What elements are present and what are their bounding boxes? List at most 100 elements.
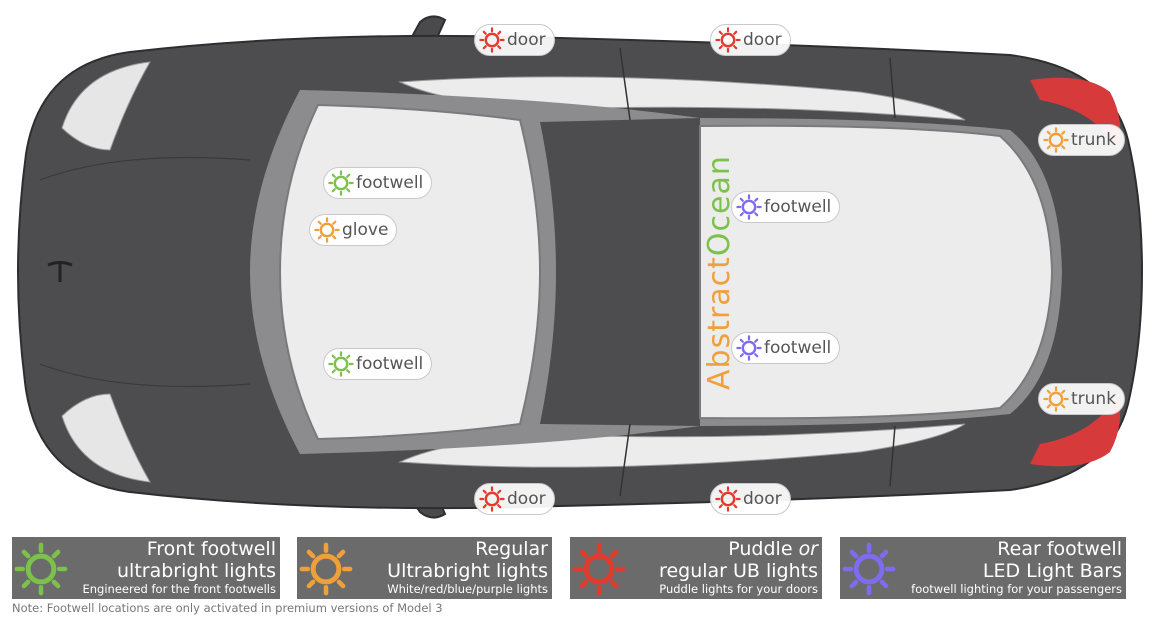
sun-ray xyxy=(336,579,346,589)
footnote: Note: Footwell locations are only activa… xyxy=(12,601,443,615)
sun-ray xyxy=(332,235,337,240)
sun-ray xyxy=(579,549,589,559)
legend-title-or: or xyxy=(798,538,818,560)
sun-ray xyxy=(346,369,351,374)
legend-puddle: Puddle or regular UB lights Puddle light… xyxy=(570,537,822,599)
legend-title: Regular xyxy=(475,538,548,560)
sun-core xyxy=(319,222,335,238)
legend-title: Front footwell xyxy=(146,538,276,560)
sun-ray xyxy=(1046,404,1051,409)
sun-ray xyxy=(733,504,738,509)
roof-bar xyxy=(540,118,700,426)
marker-glove: glove xyxy=(309,214,398,246)
sun-ray xyxy=(579,579,589,589)
marker-label: footwell xyxy=(356,173,424,193)
sun-core xyxy=(741,340,757,356)
tail-light-bottom xyxy=(1030,394,1121,467)
sun-ray xyxy=(482,489,487,494)
sun-icon xyxy=(479,27,505,53)
legend-subtitle: Ultrabright lights xyxy=(387,560,548,582)
sun-ray xyxy=(346,173,351,178)
legend-description: Engineered for the front footwells xyxy=(82,582,277,596)
sun-ray xyxy=(718,30,723,35)
sun-ray xyxy=(733,45,738,50)
sun-ray xyxy=(331,188,336,193)
legend-title: Puddle or xyxy=(728,538,818,560)
marker-label: door xyxy=(743,30,782,50)
sun-ray xyxy=(739,353,744,358)
sun-icon xyxy=(736,194,762,220)
marker-label: door xyxy=(743,489,782,509)
rear-glass xyxy=(699,124,1054,420)
sun-core xyxy=(583,553,615,585)
sun-ray xyxy=(718,504,723,509)
sun-ray xyxy=(317,235,322,240)
sun-ray xyxy=(497,30,502,35)
marker-footwell: footwell xyxy=(731,191,841,223)
sun-ray xyxy=(879,549,889,559)
legend-front-footwell: Front footwell ultrabright lights Engine… xyxy=(12,537,280,599)
sun-ray xyxy=(1046,389,1051,394)
sun-ray xyxy=(1061,389,1066,394)
sun-ray xyxy=(497,489,502,494)
sun-ray xyxy=(332,220,337,225)
sun-core xyxy=(720,491,736,507)
sun-icon xyxy=(1043,127,1069,153)
sun-icon xyxy=(328,351,354,377)
sun-core xyxy=(1048,132,1064,148)
sun-icon xyxy=(715,27,741,53)
marker-label: glove xyxy=(342,220,389,240)
sun-icon xyxy=(328,170,354,196)
sun-ray xyxy=(609,579,619,589)
headlight-top xyxy=(61,61,151,151)
marker-trunk: trunk xyxy=(1038,124,1126,156)
sun-ray xyxy=(306,549,316,559)
legend-description: White/red/blue/purple lights xyxy=(387,582,548,596)
sun-core xyxy=(310,553,342,585)
legend-rear-footwell: Rear footwell LED Light Bars footwell li… xyxy=(840,537,1126,599)
legend-description: Puddle lights for your doors xyxy=(659,582,818,596)
sun-ray xyxy=(51,579,61,589)
marker-label: trunk xyxy=(1071,389,1117,409)
legend-regular: Regular Ultrabright lights White/red/blu… xyxy=(297,537,552,599)
sun-ray xyxy=(1046,130,1051,135)
sun-icon xyxy=(736,335,762,361)
sun-ray xyxy=(331,173,336,178)
marker-footwell: footwell xyxy=(323,167,433,199)
sun-ray xyxy=(21,549,31,559)
sun-ray xyxy=(482,504,487,509)
sun-icon xyxy=(715,486,741,512)
tesla-logo-icon xyxy=(47,261,73,282)
marker-label: footwell xyxy=(764,197,832,217)
marker-footwell: footwell xyxy=(323,348,433,380)
sun-ray xyxy=(21,579,31,589)
marker-label: footwell xyxy=(764,338,832,358)
sun-icon xyxy=(479,486,505,512)
marker-label: footwell xyxy=(356,354,424,374)
sun-core xyxy=(484,491,500,507)
sun-core xyxy=(25,553,57,585)
sun-ray xyxy=(739,197,744,202)
door-line-bottom xyxy=(619,423,896,497)
marker-footwell: footwell xyxy=(731,332,841,364)
legend-title-main: Puddle xyxy=(728,538,793,560)
marker-label: door xyxy=(507,30,546,50)
sun-ray xyxy=(849,579,859,589)
sun-ray xyxy=(482,45,487,50)
sun-core xyxy=(333,175,349,191)
sun-ray xyxy=(336,549,346,559)
sun-ray xyxy=(1046,145,1051,150)
sun-icon xyxy=(1043,386,1069,412)
sun-ray xyxy=(346,188,351,193)
marker-label: door xyxy=(507,489,546,509)
marker-door: door xyxy=(710,24,791,56)
sun-icon xyxy=(572,542,626,596)
sun-ray xyxy=(849,549,859,559)
legend-subtitle: ultrabright lights xyxy=(117,560,276,582)
sun-ray xyxy=(733,30,738,35)
brand-part1: Abstract xyxy=(702,256,737,390)
sun-core xyxy=(853,553,885,585)
sun-ray xyxy=(331,369,336,374)
sun-icon xyxy=(842,542,896,596)
sun-ray xyxy=(1061,145,1066,150)
